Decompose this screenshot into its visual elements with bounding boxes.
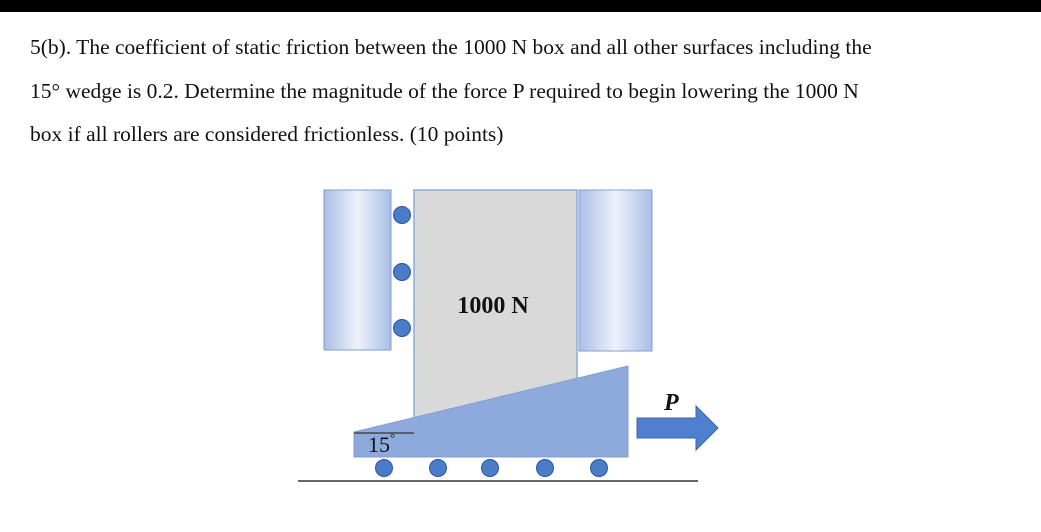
ground-roller: [590, 459, 608, 477]
box-weight-label: 1000 N: [457, 293, 529, 319]
force-arrow-icon: [636, 404, 719, 452]
problem-line-2: 15° wedge is 0.2. Determine the magnitud…: [30, 78, 859, 103]
wedge: [353, 365, 629, 458]
ground-roller: [429, 459, 447, 477]
problem-line-3: box if all rollers are considered fricti…: [30, 122, 504, 146]
wall-roller: [393, 263, 411, 281]
left-wall: [323, 189, 392, 351]
wall-roller: [393, 206, 411, 224]
problem-statement: 5(b). The coefficient of static friction…: [30, 26, 1030, 157]
top-border-bar: [0, 0, 1041, 12]
ground-roller: [481, 459, 499, 477]
wedge-angle-label: 15°: [368, 430, 395, 457]
ground-roller: [375, 459, 393, 477]
wall-roller: [393, 319, 411, 337]
ground-roller: [536, 459, 554, 477]
force-label: P: [663, 390, 679, 416]
problem-line-1: 5(b). The coefficient of static friction…: [30, 35, 872, 59]
right-wall: [578, 189, 653, 352]
